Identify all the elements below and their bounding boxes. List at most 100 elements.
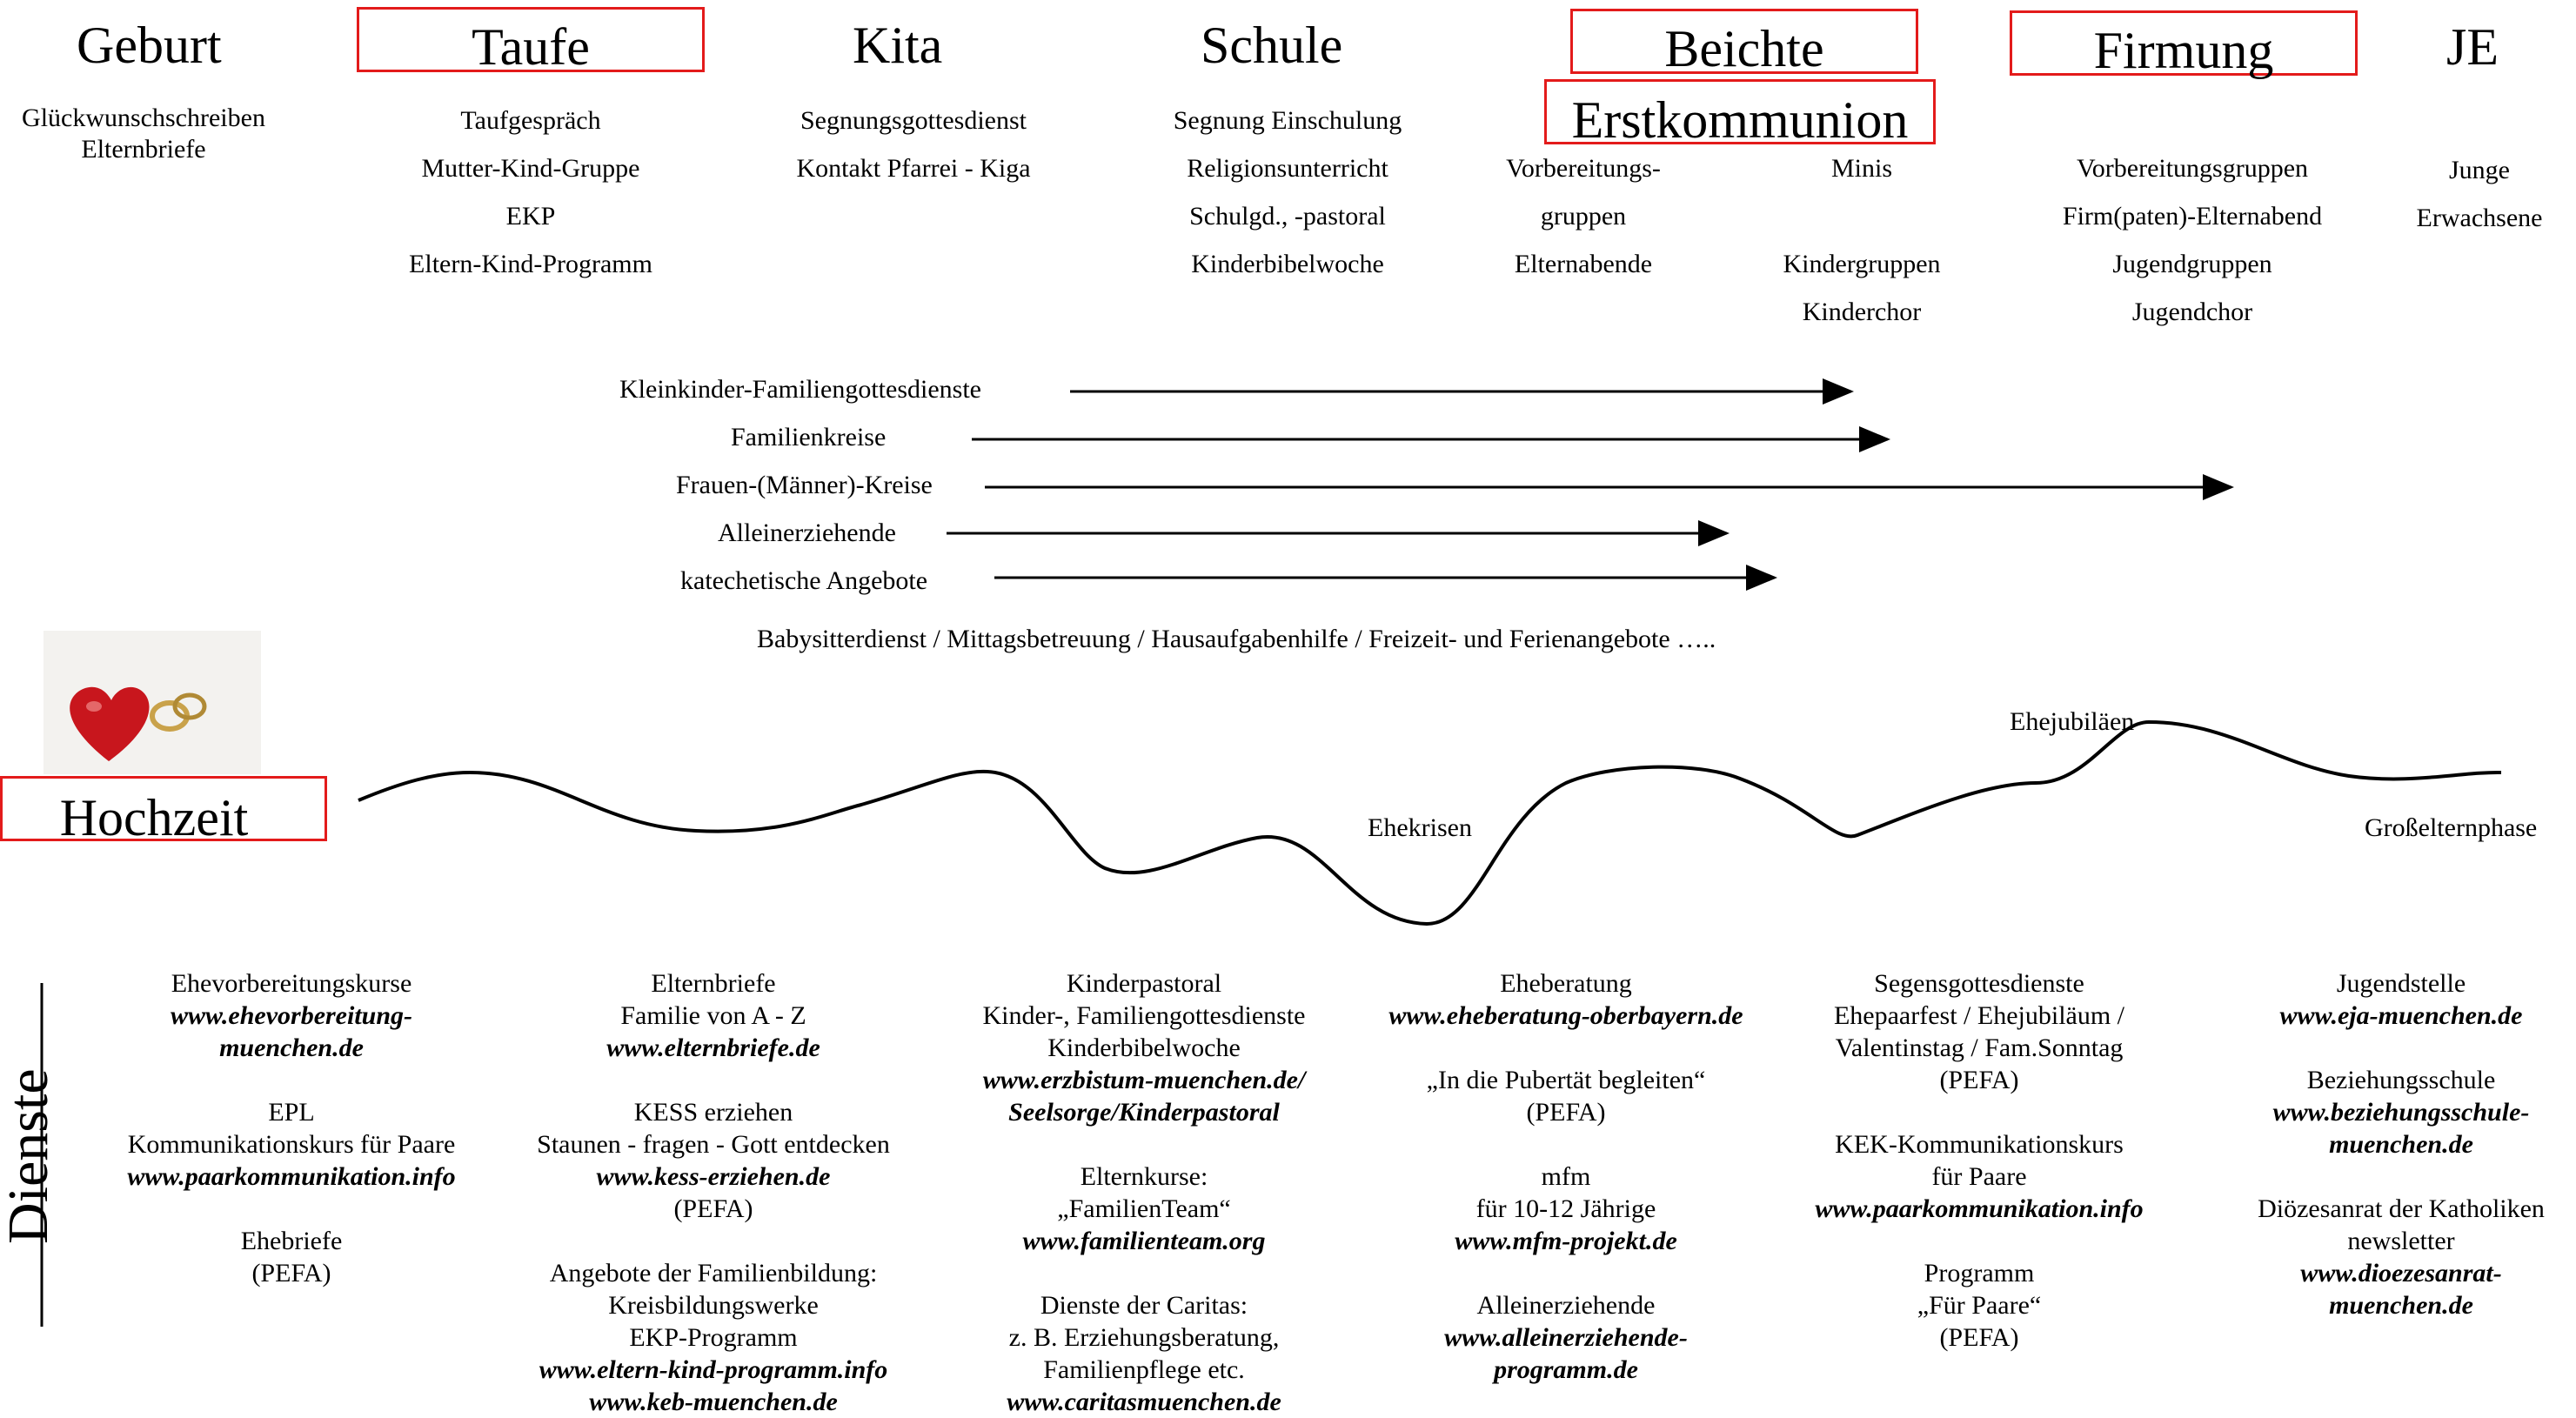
- detail-line: Minis: [1830, 154, 1893, 183]
- service-link[interactable]: Seelsorge/Kinderpastoral: [1008, 1098, 1280, 1127]
- detail-line: Segnung Einschulung: [1173, 106, 1402, 135]
- service-link[interactable]: www.mfm-projekt.de: [1455, 1227, 1677, 1255]
- details-firmung: Vorbereitungsgruppen Firm(paten)-Elterna…: [2018, 144, 2366, 336]
- service-text: Elternbriefe: [651, 969, 776, 998]
- detail-line: gruppen: [1540, 202, 1627, 231]
- service-text: (PEFA): [1526, 1098, 1606, 1127]
- service-link[interactable]: www.keb-muenchen.de: [589, 1388, 838, 1416]
- service-text: Ehepaarfest / Ehejubiläum /: [1833, 1001, 2125, 1030]
- service-text: Valentinstag / Fam.Sonntag: [1835, 1033, 2124, 1062]
- service-text: (PEFA): [1939, 1066, 2019, 1094]
- arrow-label-katechetisch: katechetische Angebote: [680, 566, 928, 595]
- service-link[interactable]: muenchen.de: [2329, 1291, 2473, 1320]
- detail-line: Taufgespräch: [460, 106, 601, 135]
- service-link[interactable]: muenchen.de: [219, 1033, 364, 1062]
- service-text: Kinderbibelwoche: [1047, 1033, 1241, 1062]
- arrow-label-kleinkinder: Kleinkinder-Familiengottesdienste: [619, 375, 981, 404]
- service-spacer: [2227, 1160, 2575, 1193]
- service-text: Ehebriefe: [240, 1227, 343, 1255]
- stage-taufe: Taufe: [472, 18, 590, 76]
- detail-line: Kontakt Pfarrei - Kiga: [796, 154, 1031, 183]
- service-text: für Paare: [1931, 1162, 2027, 1191]
- service-text: Programm: [1924, 1259, 2035, 1288]
- service-text: (PEFA): [1939, 1323, 2019, 1352]
- service-link[interactable]: www.caritasmuenchen.de: [1007, 1388, 1281, 1416]
- highlight-box-hochzeit: [0, 776, 327, 841]
- service-link[interactable]: www.elternbriefe.de: [606, 1033, 820, 1062]
- detail-line: Religionsunterricht: [1187, 154, 1388, 183]
- heart-and-rings-image: [43, 631, 261, 774]
- detail-line: Vorbereitungsgruppen: [2076, 154, 2309, 183]
- service-spacer: [104, 1193, 478, 1225]
- service-text: Diözesanrat der Katholiken: [2258, 1194, 2545, 1223]
- curve-label-ehekrisen: Ehekrisen: [1368, 813, 1472, 842]
- stage-beichte: Beichte: [1664, 20, 1824, 77]
- service-text: KEK-Kommunikationskurs: [1835, 1130, 2124, 1159]
- service-link[interactable]: www.familienteam.org: [1022, 1227, 1266, 1255]
- stage-hochzeit: Hochzeit: [59, 789, 249, 846]
- dienste-label: Dienste: [0, 1068, 60, 1244]
- service-text: Beziehungsschule: [2306, 1066, 2496, 1094]
- service-text: mfm: [1541, 1162, 1591, 1191]
- service-link[interactable]: www.dioezesanrat-: [2300, 1259, 2502, 1288]
- details-erstkommunion: Minis Kindergruppen Kinderchor: [1731, 144, 1992, 336]
- service-link[interactable]: www.paarkommunikation.info: [1815, 1194, 2144, 1223]
- detail-line: Junge: [2449, 156, 2510, 184]
- detail-line: Kinderchor: [1802, 298, 1922, 326]
- detail-line: Firm(paten)-Elternabend: [2062, 202, 2323, 231]
- detail-line: Erwachsene: [2416, 204, 2543, 232]
- service-link[interactable]: www.eja-muenchen.de: [2279, 1001, 2523, 1030]
- service-text: Kinderpastoral: [1066, 969, 1222, 998]
- service-link[interactable]: www.paarkommunikation.info: [127, 1162, 456, 1191]
- detail-line: Kinderbibelwoche: [1191, 250, 1384, 278]
- service-spacer: [1366, 1257, 1766, 1289]
- service-link[interactable]: www.beziehungsschule-: [2272, 1098, 2530, 1127]
- arrow-label-familienkreise: Familienkreise: [731, 423, 887, 451]
- service-spacer: [1779, 1096, 2179, 1128]
- service-link[interactable]: programm.de: [1494, 1355, 1638, 1384]
- service-link[interactable]: www.kess-erziehen.de: [596, 1162, 831, 1191]
- life-curve: [358, 719, 2502, 926]
- service-link[interactable]: www.ehevorbereitung-: [170, 1001, 413, 1030]
- detail-line: EKP: [505, 202, 556, 231]
- stage-schule: Schule: [1201, 17, 1343, 74]
- highlight-box-beichte: [1570, 9, 1918, 74]
- details-beichte: Vorbereitungs- gruppen Elternabende: [1453, 144, 1714, 288]
- service-text: Alleinerziehende: [1476, 1291, 1656, 1320]
- service-text: Jugendstelle: [2336, 969, 2466, 998]
- stage-je: JE: [2446, 18, 2499, 76]
- detail-line: Mutter-Kind-Gruppe: [421, 154, 640, 183]
- service-text: EPL: [268, 1098, 315, 1127]
- service-spacer: [1366, 1032, 1766, 1064]
- highlight-box-taufe: [357, 7, 705, 72]
- stage-geburt: Geburt: [77, 17, 222, 74]
- service-spacer: [2227, 1032, 2575, 1064]
- service-text: „Für Paare“: [1917, 1291, 2042, 1320]
- service-spacer: [104, 1064, 478, 1096]
- detail-line: Elternbriefe: [81, 135, 206, 164]
- service-link[interactable]: www.erzbistum-muenchen.de/: [982, 1066, 1306, 1094]
- service-link[interactable]: www.alleinerziehende-: [1444, 1323, 1688, 1352]
- service-text: Angebote der Familienbildung:: [549, 1259, 878, 1288]
- service-link[interactable]: www.eltern-kind-programm.info: [539, 1355, 888, 1384]
- details-schule: Segnung Einschulung Religionsunterricht …: [1114, 97, 1462, 288]
- stage-kita: Kita: [853, 17, 943, 74]
- curve-label-grosseltern: Großelternphase: [2365, 813, 2538, 842]
- service-text: EKP-Programm: [629, 1323, 798, 1352]
- service-spacer: [1779, 1225, 2179, 1257]
- service-text: KESS erziehen: [633, 1098, 793, 1127]
- stage-erstkommunion: Erstkommunion: [1571, 91, 1909, 149]
- service-link[interactable]: www.eheberatung-oberbayern.de: [1388, 1001, 1743, 1030]
- service-text: Familie von A - Z: [620, 1001, 806, 1030]
- detail-line: Kindergruppen: [1783, 250, 1941, 278]
- curve-label-ehejubilaeen: Ehejubiläen: [2010, 707, 2135, 736]
- service-text: Segensgottesdienste: [1874, 969, 2084, 998]
- service-text: für 10-12 Jährige: [1475, 1194, 1656, 1223]
- service-spacer: [509, 1225, 918, 1257]
- service-link[interactable]: muenchen.de: [2329, 1130, 2473, 1159]
